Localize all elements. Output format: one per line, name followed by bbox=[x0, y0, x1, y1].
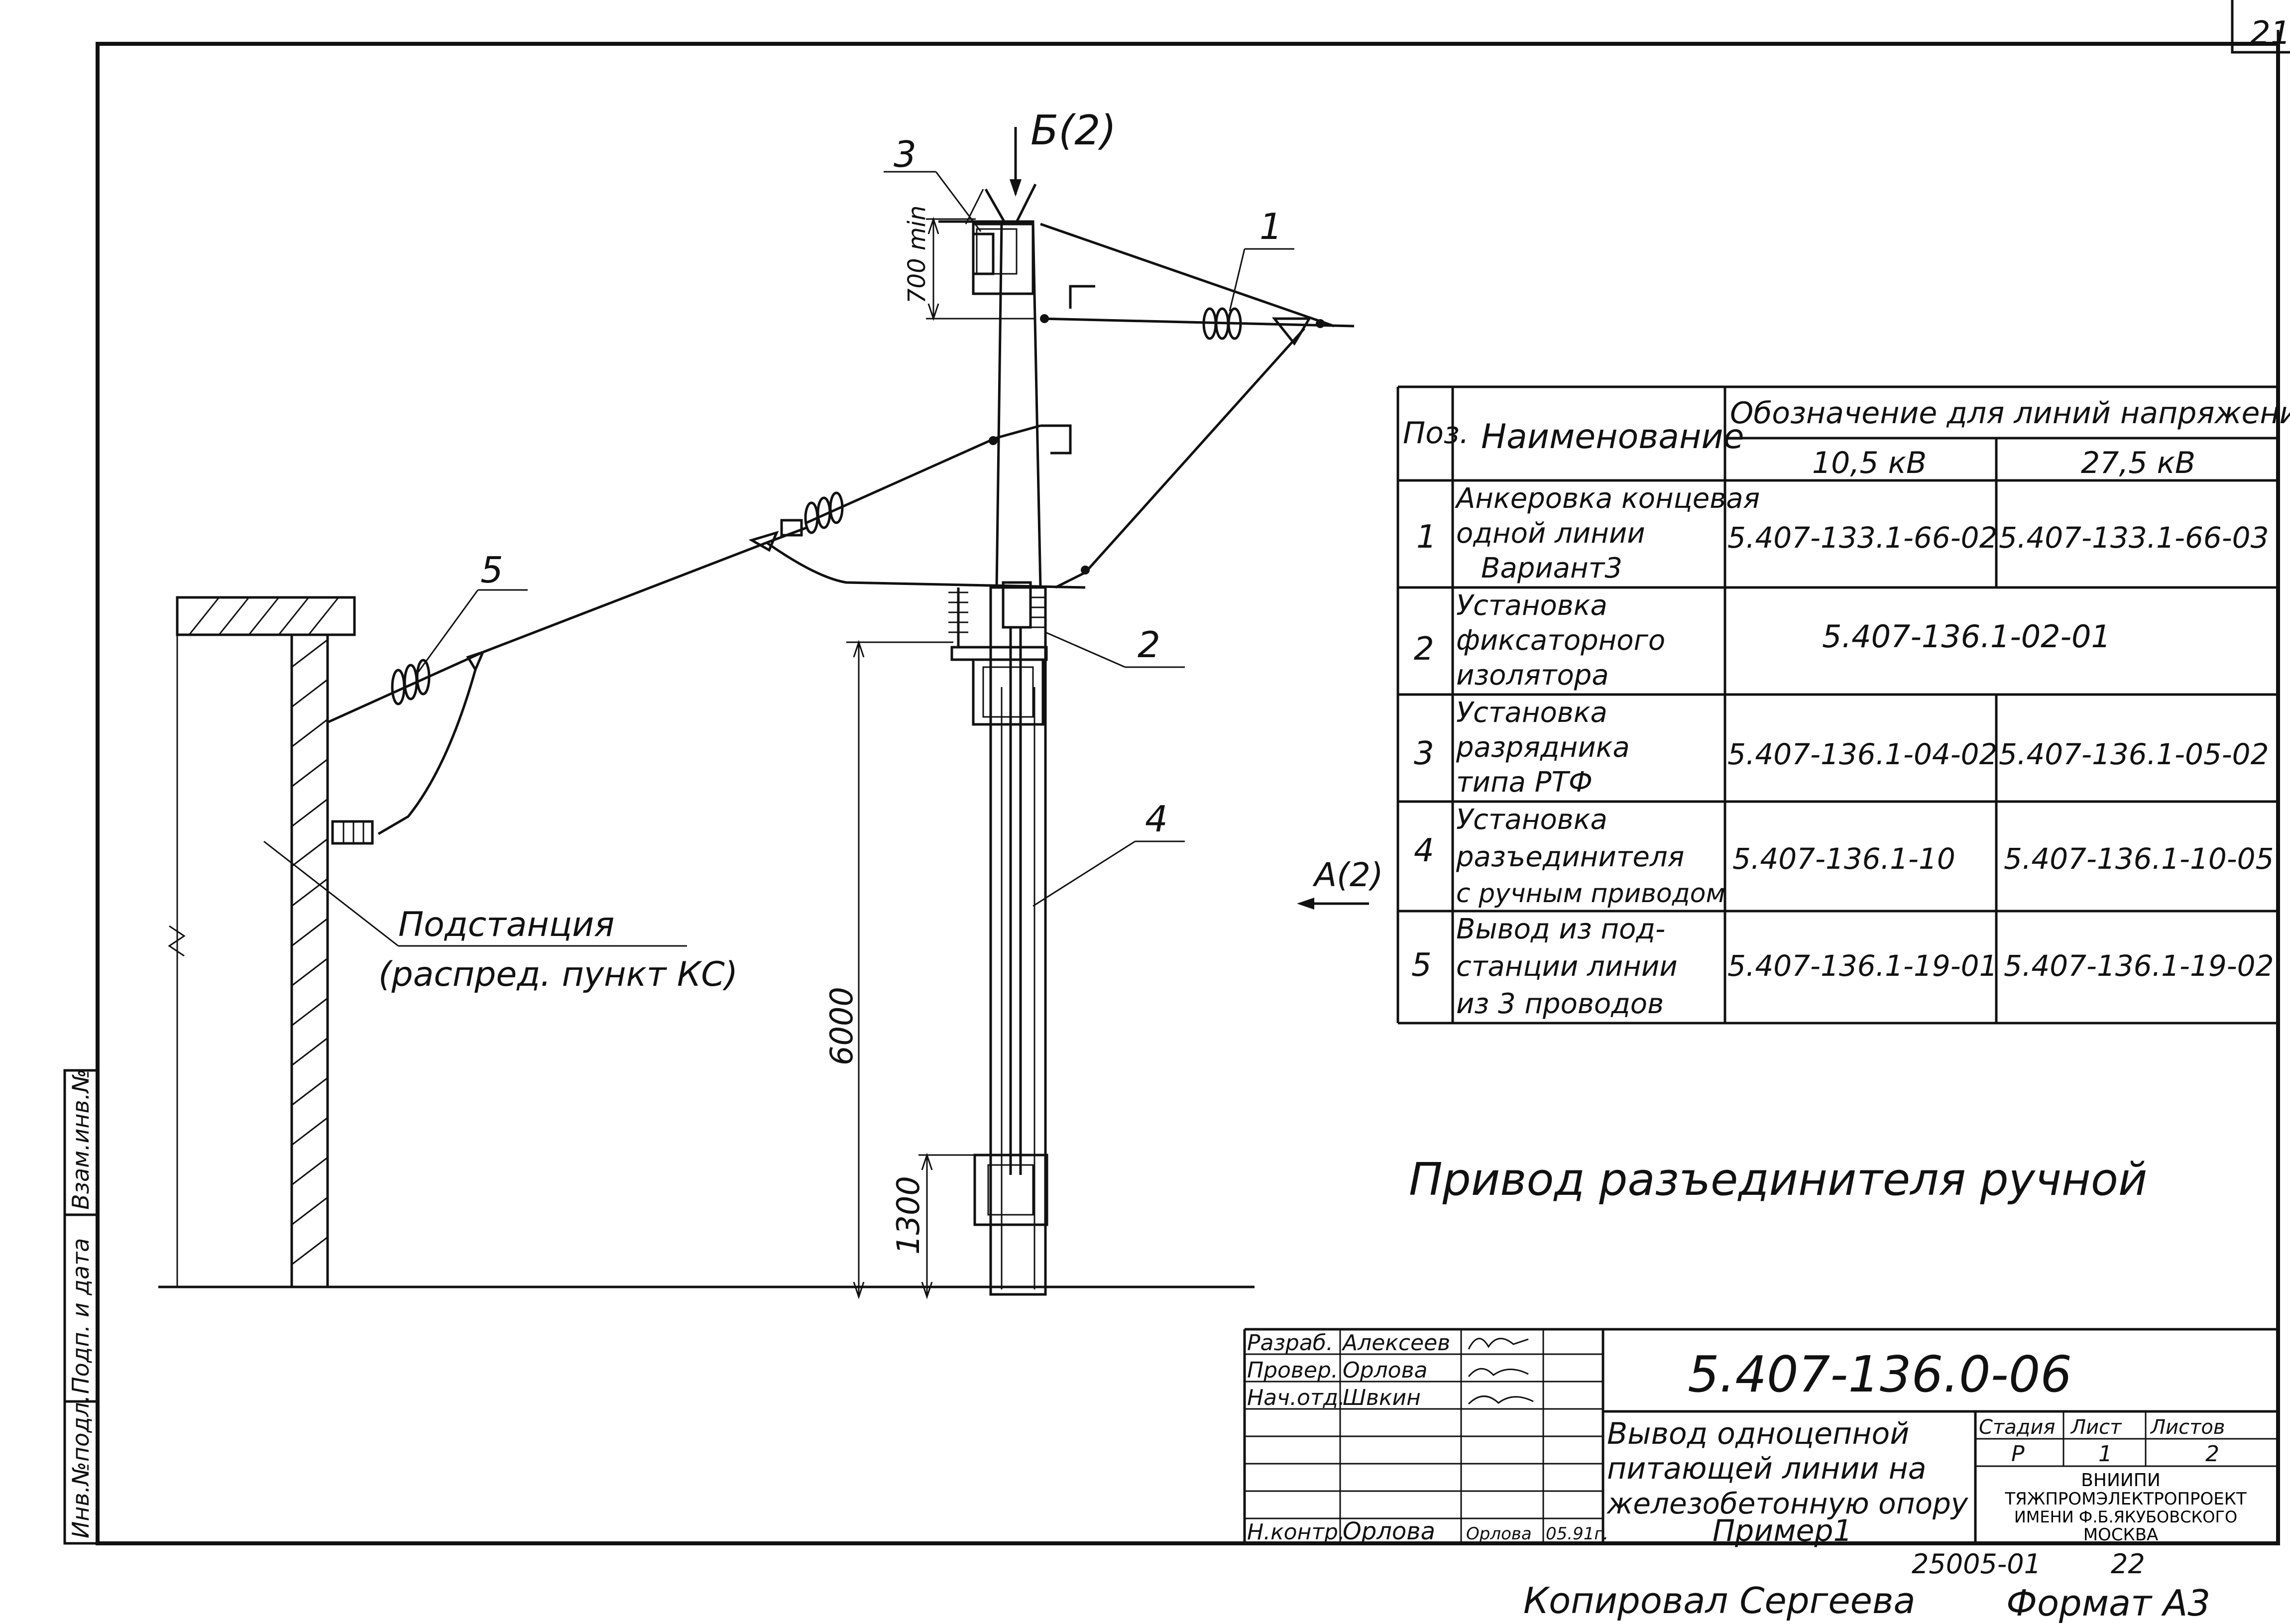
stamp-vzam-inv: Взам.инв.№ bbox=[67, 1069, 94, 1210]
row-pos: 2 bbox=[1414, 631, 1434, 668]
row-v1: 5.407-136.1-10 bbox=[1732, 842, 1955, 876]
spec-table bbox=[1396, 385, 2278, 1025]
tb-nkontr-name: Орлова bbox=[1343, 1517, 1435, 1545]
row-name-line: изолятора bbox=[1456, 659, 1609, 692]
table-header-name: Наименование bbox=[1481, 417, 1744, 457]
row-name-line: Вывод из под- bbox=[1456, 913, 1665, 945]
tb-org-line: МОСКВА bbox=[2083, 1525, 2159, 1545]
tb-stage: Р bbox=[2011, 1441, 2025, 1467]
tb-sheets: 2 bbox=[2205, 1441, 2219, 1467]
row-pos: 1 bbox=[1416, 519, 1437, 556]
callout-5: 5 bbox=[480, 549, 503, 591]
row-name-line: одной линии bbox=[1456, 517, 1645, 550]
callout-1: 1 bbox=[1260, 206, 1282, 247]
order-sheet: 22 bbox=[2111, 1548, 2145, 1580]
row-v1: 5.407-133.1-66-02 bbox=[1727, 521, 1997, 555]
view-arrow-b bbox=[1010, 127, 1022, 197]
row-name-line: типа РТФ bbox=[1456, 766, 1593, 799]
copied-by: Копировал Сергеева bbox=[1523, 1580, 1916, 1622]
callout-2: 2 bbox=[1138, 624, 1160, 666]
tb-role: Разраб. bbox=[1247, 1330, 1333, 1356]
tb-name: Орлова bbox=[1343, 1358, 1428, 1383]
row-name-line: Установка bbox=[1456, 589, 1607, 622]
table-header-v2: 27,5 кВ bbox=[2081, 446, 2195, 480]
table-header-designation: Обозначение для линий напряжением: bbox=[1730, 396, 2290, 431]
title-block bbox=[1243, 1328, 2278, 1543]
row-name-line: фиксаторного bbox=[1456, 624, 1665, 657]
dimension-lines bbox=[846, 217, 1035, 1299]
tb-description-line: Вывод одноцепной bbox=[1607, 1416, 1909, 1451]
dim-700: 700 min bbox=[903, 206, 931, 304]
tb-role: Нач.отд. bbox=[1247, 1385, 1345, 1410]
row-v2: 5.407-136.1-05-02 bbox=[1999, 737, 2269, 771]
insulator-string-5 bbox=[391, 650, 485, 705]
row-merged: 5.407-136.1-02-01 bbox=[1822, 618, 2111, 655]
tb-role: Провер. bbox=[1247, 1358, 1338, 1383]
row-name-line: Анкеровка концевая bbox=[1455, 482, 1760, 515]
view-label-a: А(2) bbox=[1312, 856, 1383, 894]
tb-description-line: питающей линии на bbox=[1607, 1451, 1927, 1486]
stamp-podp-data: Подп. и дата bbox=[67, 1238, 94, 1394]
insulator-string-1 bbox=[1202, 307, 1312, 346]
row-v1: 5.407-136.1-19-01 bbox=[1727, 949, 1997, 983]
row-name-line: Установка bbox=[1456, 696, 1607, 729]
tb-org-line: ТЯЖПРОМЭЛЕКТРОПРОЕКТ bbox=[2004, 1489, 2247, 1509]
view-label-b: Б(2) bbox=[1030, 107, 1116, 154]
row-name-line: Установка bbox=[1456, 804, 1607, 836]
drawing-title: Привод разъединителя ручной bbox=[1409, 1154, 2147, 1206]
stamp-inv-podl: Инв.№подл. bbox=[67, 1395, 94, 1538]
row-name-line: станции линии bbox=[1456, 950, 1678, 983]
substation-leader bbox=[263, 840, 687, 947]
tb-sheet: 1 bbox=[2098, 1441, 2112, 1467]
signatures bbox=[1468, 1338, 1534, 1405]
tb-nkontr-sign: Орлова bbox=[1466, 1524, 1532, 1544]
row-pos: 4 bbox=[1414, 832, 1434, 869]
tb-description-line: Пример1 bbox=[1713, 1513, 1852, 1548]
tb-code: 5.407-136.0-06 bbox=[1688, 1345, 2072, 1403]
row-pos: 5 bbox=[1411, 947, 1432, 984]
tb-name: Алексеев bbox=[1341, 1330, 1450, 1356]
row-pos: 3 bbox=[1414, 735, 1434, 772]
tb-sheet-header: Лист bbox=[2070, 1416, 2122, 1439]
tb-description-line: железобетонную опору bbox=[1606, 1487, 1968, 1520]
sheet-frame bbox=[96, 0, 2290, 1545]
substation-label-line1: Подстанция bbox=[398, 905, 614, 944]
row-name-line: Вариант3 bbox=[1481, 552, 1622, 584]
row-name-line: разрядника bbox=[1456, 731, 1630, 764]
substation-building bbox=[158, 596, 1255, 1288]
table-header-v1: 10,5 кВ bbox=[1812, 446, 1927, 480]
tb-nkontr-role: Н.контр. bbox=[1247, 1519, 1345, 1545]
row-v1: 5.407-136.1-04-02 bbox=[1727, 737, 1997, 771]
overhead-wiring bbox=[328, 223, 1355, 845]
callout-3: 3 bbox=[894, 133, 916, 175]
tb-org-line: ВНИИПИ bbox=[2081, 1470, 2161, 1491]
wall-insulator bbox=[331, 820, 374, 845]
dim-1300: 1300 bbox=[890, 1176, 926, 1255]
table-header-pos: Поз. bbox=[1403, 416, 1469, 451]
side-stamp bbox=[63, 1069, 99, 1545]
sheet-number: 21 bbox=[2250, 15, 2290, 52]
insulator-string-mid bbox=[748, 491, 844, 552]
order-number: 25005-01 bbox=[1912, 1548, 2041, 1580]
row-name-line: из 3 проводов bbox=[1456, 988, 1664, 1020]
row-name-line: с ручным приводом bbox=[1456, 879, 1725, 909]
row-name-line: разъединителя bbox=[1456, 841, 1684, 873]
paper-format: Формат А3 bbox=[2006, 1582, 2210, 1624]
tb-name: Швкин bbox=[1343, 1385, 1421, 1410]
dim-6000: 6000 bbox=[823, 987, 860, 1065]
substation-label-line2: (распред. пункт КС) bbox=[378, 955, 738, 994]
row-v2: 5.407-136.1-19-02 bbox=[2004, 949, 2274, 983]
row-v2: 5.407-133.1-66-03 bbox=[1999, 521, 2269, 555]
tb-sheets-header: Листов bbox=[2150, 1416, 2225, 1439]
concrete-pole bbox=[938, 183, 1048, 1296]
tb-nkontr-date: 05.91г. bbox=[1546, 1524, 1608, 1544]
tb-stage-header: Стадия bbox=[1979, 1416, 2055, 1439]
row-v2: 5.407-136.1-10-05 bbox=[2004, 842, 2274, 876]
callout-4: 4 bbox=[1145, 798, 1168, 840]
tb-org-line: ИМЕНИ Ф.Б.ЯКУБОВСКОГО bbox=[2014, 1508, 2237, 1526]
